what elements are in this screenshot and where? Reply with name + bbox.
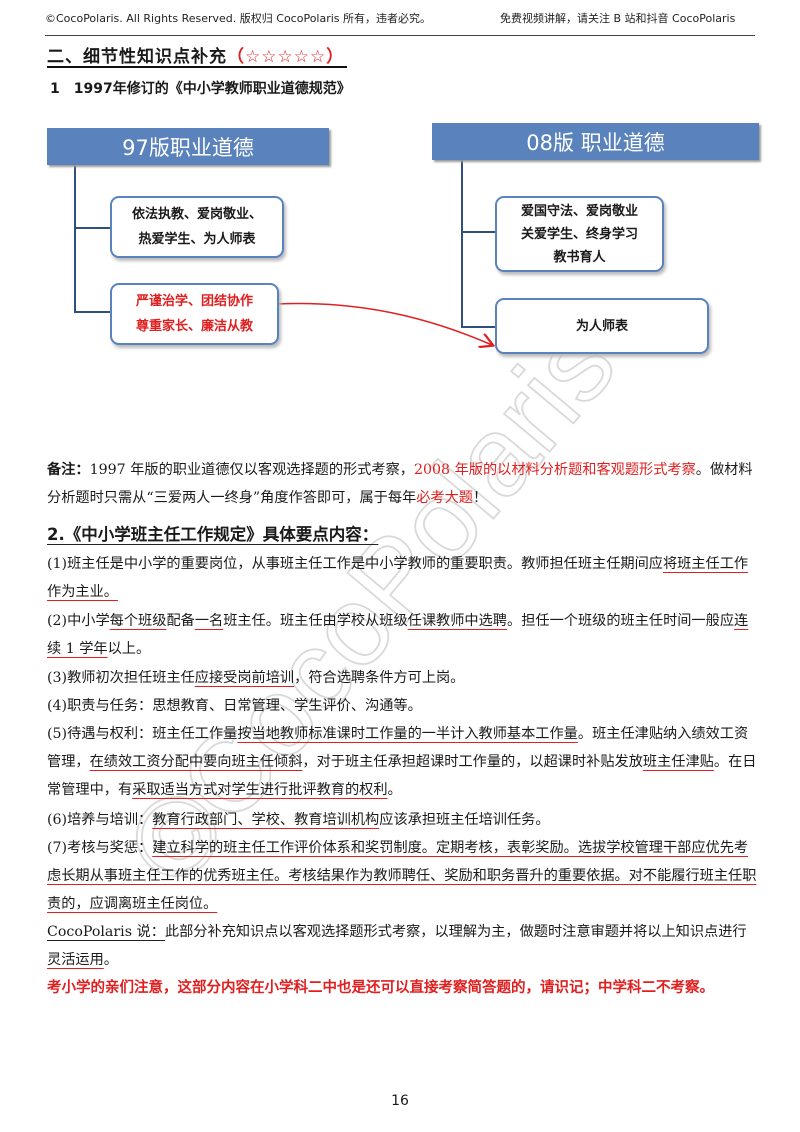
box-97-core: 依法执教、爱岗敬业、 热爱学生、为人师表 [110, 196, 284, 258]
exam-reminder: 考小学的亲们注意，这部分内容在小学科二中也是还可以直接考察简答题的，请识记；中学… [47, 980, 714, 996]
point-5: (5)待遇与权利：班主任工作量按当地教师标准课时工作量的一半计入教师基本工作量。… [47, 726, 757, 798]
note-paragraph: 备注：1997 年版的职业道德仅以客观选择题的形式考察，2008 年版的以材料分… [47, 462, 753, 506]
left-connector [74, 165, 110, 313]
section-title: 二、细节性知识点补充（☆☆☆☆☆） [47, 47, 345, 67]
header-divider [45, 35, 755, 36]
section-title-underline [47, 66, 347, 68]
title-97-version: 97版职业道德 [47, 128, 329, 165]
item1-title: 1 1997年修订的《中小学教师职业道德规范》 [50, 81, 351, 97]
title-08-version: 08版 职业道德 [432, 123, 759, 160]
point-4: (4)职责与任务：思想教育、日常管理、学生评价、沟通等。 [47, 698, 422, 714]
header-promo: 免费视频讲解，请关注 B 站和抖音 CocoPolaris [500, 12, 736, 25]
coco-comment: CocoPolaris 说：此部分补充知识点以客观选择题形式考察，以理解为主，做… [47, 924, 747, 968]
right-connector [461, 160, 495, 328]
point-7: (7)考核与奖惩：建立科学的班主任工作评价体系和奖罚制度。定期考核，表彰奖励。选… [47, 840, 757, 912]
importance-stars: （☆☆☆☆☆） [227, 47, 345, 67]
item2-title: 2.《中小学班主任工作规定》具体要点内容： [47, 525, 379, 544]
box-08-core: 爱国守法、爱岗敬业 关爱学生、终身学习 教书育人 [495, 196, 664, 272]
point-2: (2)中小学每个班级配备一名班主任。班主任由学校从班级任课教师中选聘。担任一个班… [47, 613, 749, 657]
diagram-connectors [74, 160, 800, 440]
point-6: (6)培养与培训：教育行政部门、学校、教育培训机构应该承担班主任培训任务。 [47, 812, 550, 828]
page-number: 16 [391, 1093, 409, 1109]
point-3: (3)教师初次担任班主任应接受岗前培训，符合选聘条件方可上岗。 [47, 670, 465, 686]
header-copyright: ©CocoPolaris. All Rights Reserved. 版权归 C… [45, 12, 432, 25]
migration-arrow [275, 302, 492, 345]
box-08-role-model: 为人师表 [495, 298, 709, 354]
box-97-removed: 严谨治学、团结协作 尊重家长、廉洁从教 [110, 283, 279, 345]
point-1: (1)班主任是中小学的重要岗位，从事班主任工作是中小学教师的重要职责。教师担任班… [47, 556, 749, 600]
